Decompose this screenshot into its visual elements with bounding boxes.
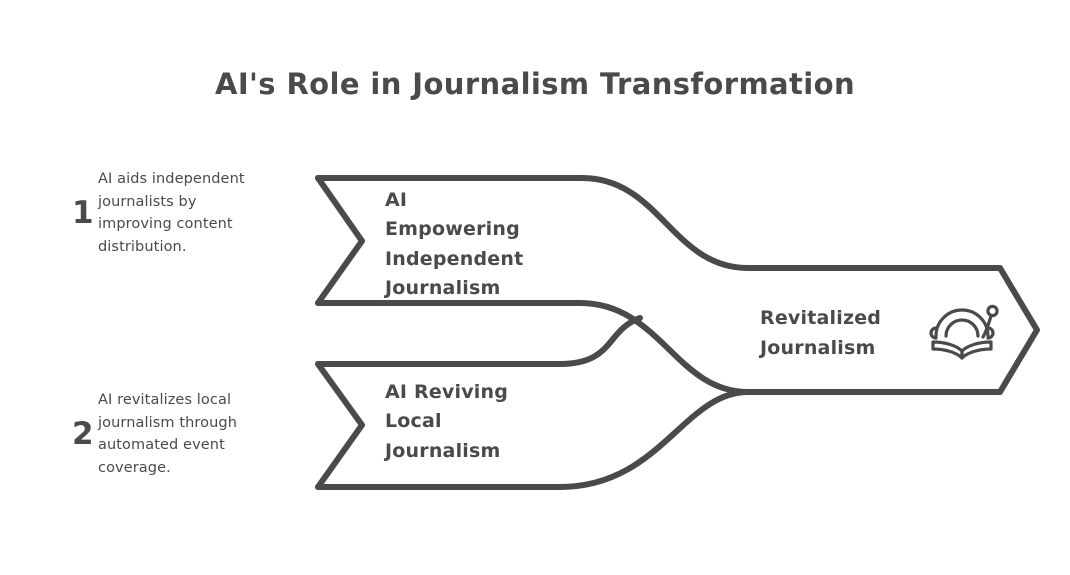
band-label-2: AI Reviving Local Journalism [385, 381, 509, 462]
open-book-broadcast-icon [929, 304, 999, 360]
page-title: AI's Role in Journalism Transformation [214, 67, 856, 101]
band2-top-edge [315, 315, 643, 367]
outcome-label: Revitalized Journalism [760, 307, 882, 360]
band1-left-chevron [315, 175, 365, 306]
step-number-2: 2 [72, 415, 94, 452]
step-description-2: AI revitalizes local journalism through … [98, 392, 237, 476]
band-label-1: AI Empowering Independent Journalism [385, 189, 524, 300]
outcome-arrowhead [997, 265, 1040, 395]
step-item-2: 2 AI revitalizes local journalism throug… [72, 389, 302, 479]
step-description-1: AI aids independent journalists by impro… [98, 171, 245, 255]
band1-top-edge [315, 175, 1003, 271]
band2-left-chevron [315, 361, 365, 490]
step-number-1: 1 [72, 194, 94, 231]
band1-bottom-edge [315, 300, 751, 395]
band2-bottom-edge [315, 389, 1003, 490]
step-item-1: 1 AI aids independent journalists by imp… [72, 168, 302, 258]
